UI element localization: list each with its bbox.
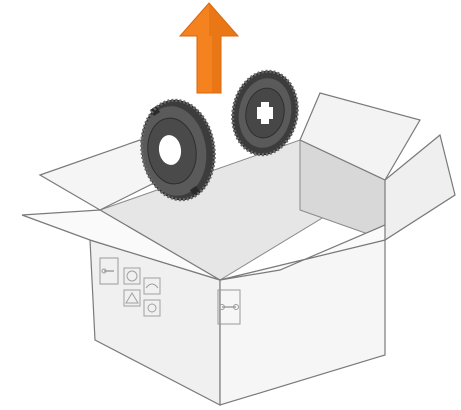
up-arrow-icon	[180, 3, 238, 93]
